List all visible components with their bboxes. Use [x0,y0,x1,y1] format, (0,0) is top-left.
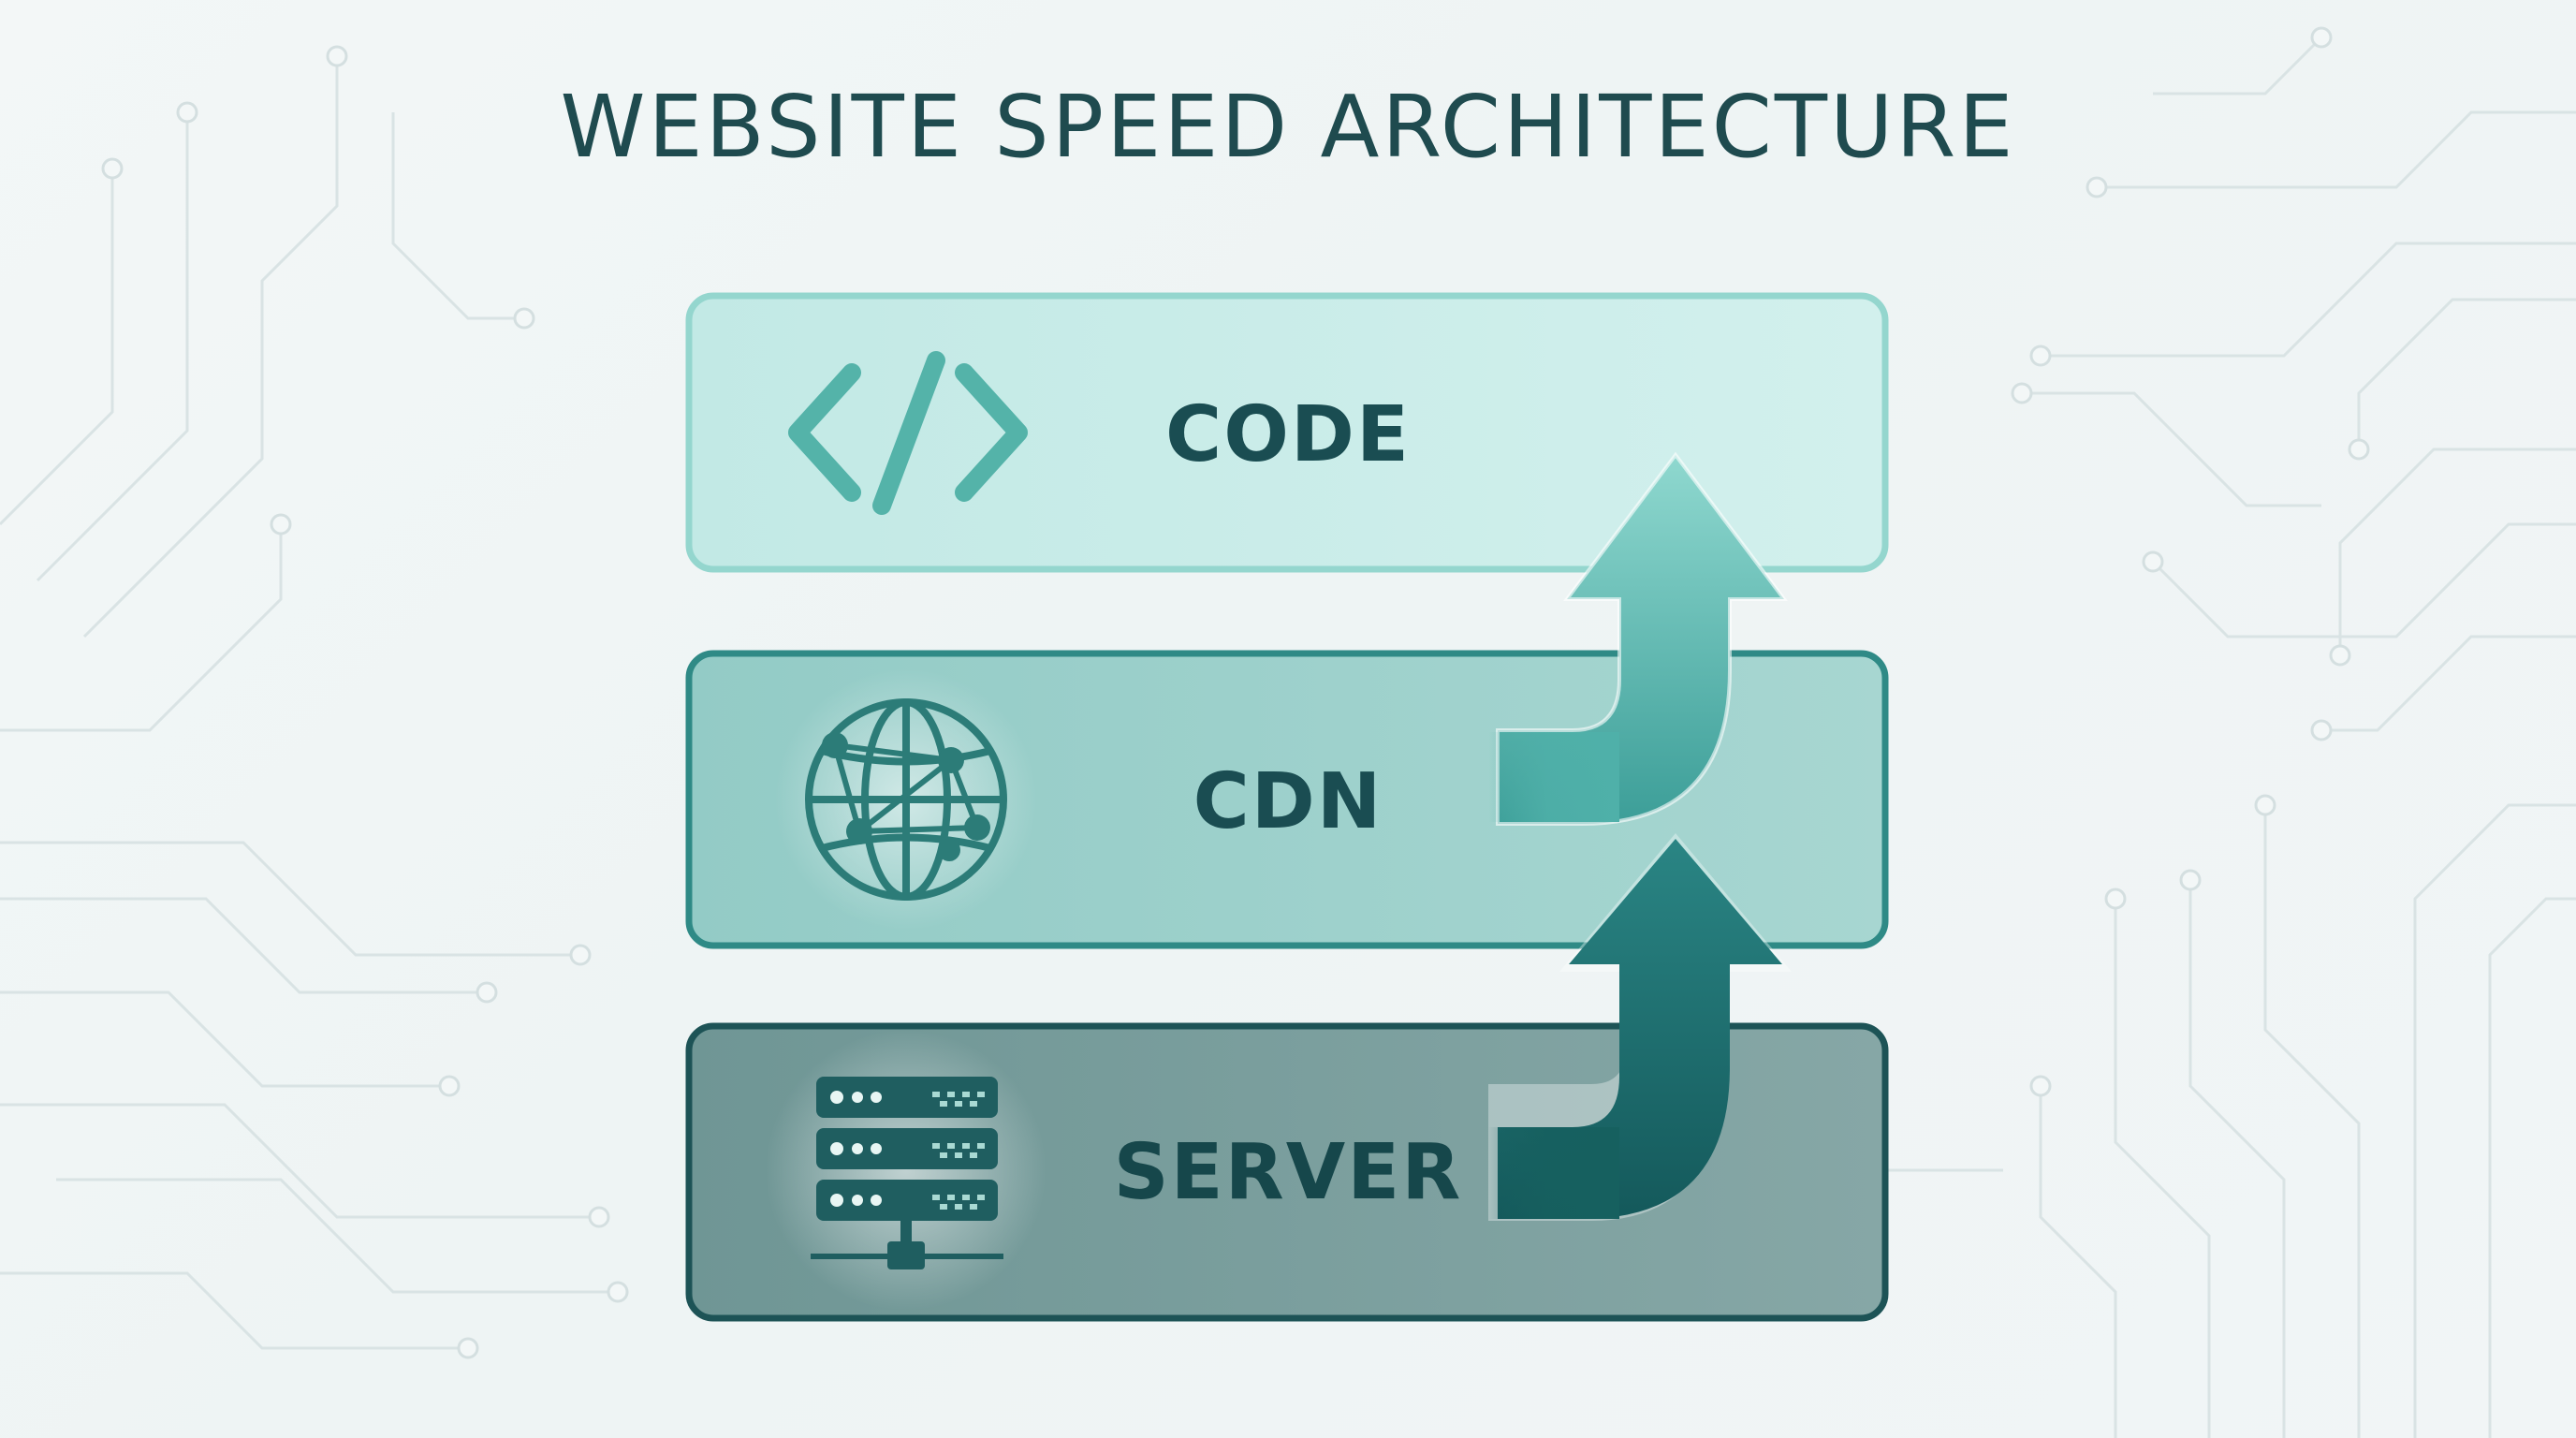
layer-code: CODE [685,292,1889,573]
layer-cdn-label: CDN [1193,757,1383,846]
globe-network-icon [805,698,1007,901]
layer-server: SERVER [685,1022,1889,1322]
layer-code-box [685,292,1889,573]
page-title: WEBSITE SPEED ARCHITECTURE [560,77,2016,177]
arrow-server-to-cdn [1488,833,1792,1221]
layer-cdn: CDN [685,650,1889,949]
arrow-cdn-to-code [1488,451,1789,826]
code-brackets-icon [788,351,1028,515]
server-rack-icon [811,1077,1003,1269]
layer-server-label: SERVER [1114,1128,1463,1217]
layer-code-label: CODE [1165,390,1411,479]
